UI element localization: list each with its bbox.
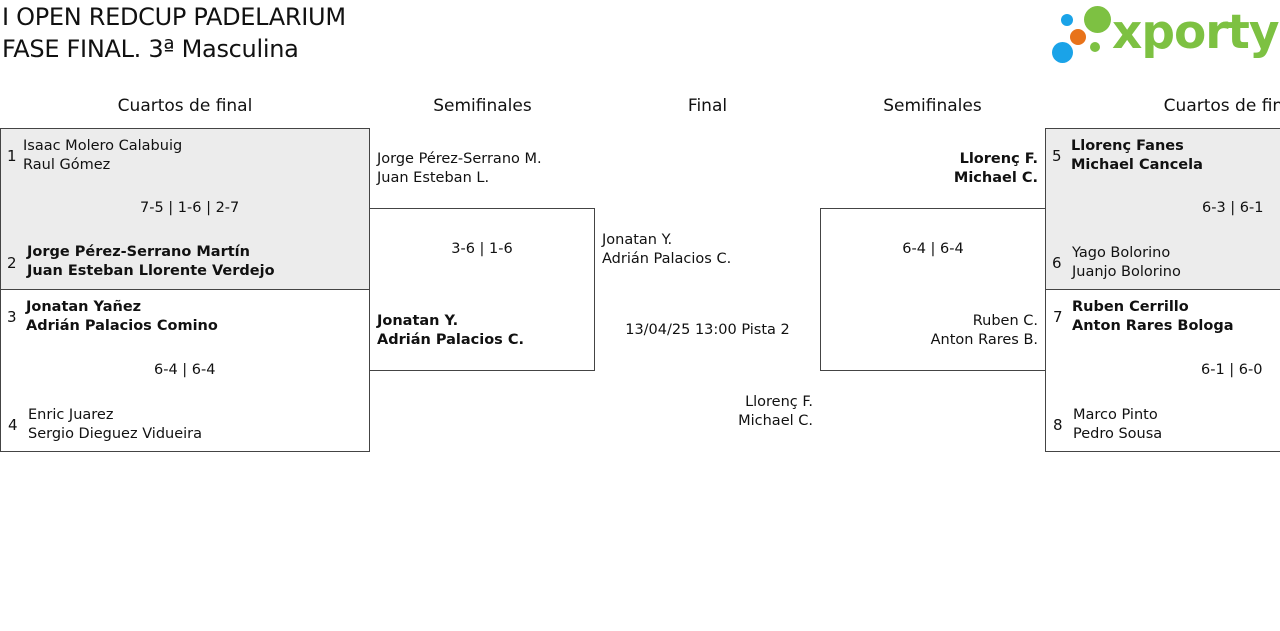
round-header-final: Final [687,96,728,116]
team-pair-winner: Jorge Pérez-Serrano Martín Juan Esteban … [27,243,275,281]
player-name: Pedro Sousa [1073,426,1163,442]
player-name: Juan Esteban Llorente Verdejo [27,263,275,279]
player-name: Llorenç Fanes [1071,138,1184,154]
quarterfinal-match-4[interactable]: 7 Ruben Cerrillo Anton Rares Bologa 6-1 … [1046,290,1280,451]
seed-number: 6 [1052,254,1062,272]
player-name: Llorenç F. [959,151,1038,167]
round-header-left-quarters: Cuartos de final [117,96,253,116]
player-name: Jonatan Y. [602,232,673,248]
player-name: Anton Rares Bologa [1072,318,1234,334]
quarterfinal-match-3[interactable]: 5 Llorenç Fanes Michael Cancela 6-3 | 6-… [1046,129,1280,290]
player-name: Jorge Pérez-Serrano M. [377,151,542,167]
player-name: Marco Pinto [1073,407,1158,423]
team-pair-winner: Jonatan Yañez Adrián Palacios Comino [26,298,218,336]
logo-dot-green [1084,6,1111,33]
player-name: Raul Gómez [23,157,111,173]
player-name: Ruben Cerrillo [1072,299,1189,315]
right-semi-top-team-winner: Llorenç F. Michael C. [838,150,1038,188]
match-divider [1,289,369,290]
team-pair: Yago Bolorino Juanjo Bolorino [1072,244,1181,282]
round-header-right-quarters: Cuartos de final [1163,96,1280,116]
xporty-logo: xporty [1050,4,1280,68]
player-name: Michael C. [953,170,1038,186]
team-pair-winner: Ruben Cerrillo Anton Rares Bologa [1072,298,1234,336]
quarterfinal-match-2[interactable]: 3 Jonatan Yañez Adrián Palacios Comino 6… [1,290,369,451]
player-name: Jonatan Y. [377,313,459,329]
player-name: Adrián Palacios C. [377,332,525,348]
player-name: Jorge Pérez-Serrano Martín [27,244,250,260]
tournament-title: I OPEN REDCUP PADELARIUM [2,3,346,31]
round-header-right-semis: Semifinales [883,96,982,116]
team-pair: Ruben C. Anton Rares B. [831,312,1038,350]
seed-number: 4 [8,416,18,434]
player-name: Adrián Palacios Comino [26,318,218,334]
match-score: 6-4 | 6-4 [902,241,964,257]
player-name: Adrián Palacios C. [602,251,732,267]
logo-dot-green-small [1090,42,1100,52]
team-pair-winner: Jonatan Y. Adrián Palacios C. [377,312,524,350]
tournament-subtitle: FASE FINAL. 3ª Masculina [2,35,299,63]
player-name: Juan Esteban L. [377,170,490,186]
match-score: 3-6 | 1-6 [451,241,513,257]
player-name: Llorenç F. [745,394,813,410]
seed-number: 3 [7,308,17,326]
match-score: 7-5 | 1-6 | 2-7 [140,200,240,216]
player-name: Yago Bolorino [1072,245,1171,261]
match-score: 6-1 | 6-0 [1201,362,1263,378]
left-semifinal-box[interactable]: 3-6 | 1-6 Jonatan Y. Adrián Palacios C. [369,208,595,371]
team-pair: Marco Pinto Pedro Sousa [1073,406,1162,444]
final-schedule: 13/04/25 13:00 Pista 2 [625,322,790,338]
player-name: Isaac Molero Calabuig [23,138,183,154]
match-score: 6-4 | 6-4 [154,362,216,378]
seed-number: 1 [7,147,17,165]
round-header-left-semis: Semifinales [433,96,532,116]
player-name: Michael C. [738,413,813,429]
quarterfinal-match-1[interactable]: 1 Isaac Molero Calabuig Raul Gómez 7-5 |… [1,129,369,290]
seed-number: 5 [1052,147,1062,165]
player-name: Michael Cancela [1071,157,1203,173]
logo-dot-blue-small [1061,14,1073,26]
logo-text: xporty [1112,5,1280,60]
right-quarters-box: 5 Llorenç Fanes Michael Cancela 6-3 | 6-… [1045,128,1280,452]
player-name: Sergio Dieguez Vidueira [28,426,203,442]
match-divider [1046,289,1280,290]
team-pair: Enric Juarez Sergio Dieguez Vidueira [28,406,202,444]
final-top-team: Jonatan Y. Adrián Palacios C. [602,231,731,269]
final-bottom-team: Llorenç F. Michael C. [640,393,813,431]
player-name: Juanjo Bolorino [1072,264,1181,280]
left-semi-top-team: Jorge Pérez-Serrano M. Juan Esteban L. [377,150,542,188]
logo-dot-blue-large [1052,42,1073,63]
team-pair-winner: Llorenç Fanes Michael Cancela [1071,137,1203,175]
team-pair: Isaac Molero Calabuig Raul Gómez [23,137,182,175]
match-score: 6-3 | 6-1 [1202,200,1264,216]
logo-dot-orange [1070,29,1086,45]
player-name: Enric Juarez [28,407,114,423]
player-name: Jonatan Yañez [26,299,142,315]
right-semifinal-box[interactable]: 6-4 | 6-4 Ruben C. Anton Rares B. [820,208,1046,371]
seed-number: 2 [7,254,17,272]
seed-number: 8 [1053,416,1063,434]
player-name: Ruben C. [972,313,1038,329]
player-name: Anton Rares B. [930,332,1038,348]
seed-number: 7 [1053,308,1063,326]
left-quarters-box: 1 Isaac Molero Calabuig Raul Gómez 7-5 |… [0,128,370,452]
